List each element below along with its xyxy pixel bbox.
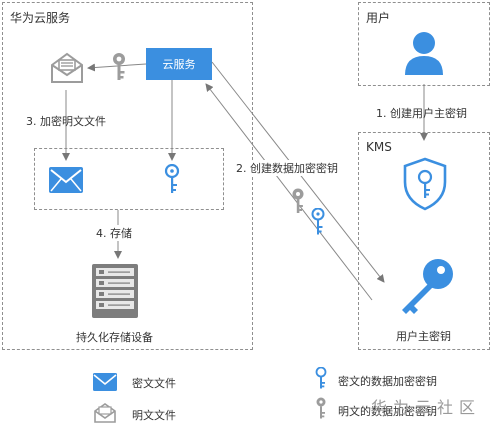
legend-ciphertext-file: 密文文件: [132, 377, 176, 390]
legend-ciphertext-dek: 密文的数据加密密钥: [338, 375, 437, 388]
step4-label: 4. 存储: [96, 225, 132, 241]
user-box-title: 用户: [366, 11, 391, 25]
storage-label: 持久化存储设备: [76, 331, 153, 344]
cloud-service-label: 云服务: [162, 58, 196, 71]
open-envelope-icon: [51, 52, 83, 83]
watermark: 华为云社区: [370, 398, 481, 417]
open-envelope-icon: [94, 403, 116, 423]
kms-box-title: KMS: [366, 140, 392, 154]
legend-plaintext-file: 明文文件: [132, 409, 176, 422]
user-icon: [405, 32, 443, 75]
envelope-icon: [49, 167, 83, 193]
step2-label: 2. 创建数据加密密钥: [236, 160, 338, 176]
step1-label: 1. 创建用户主密钥: [376, 107, 467, 120]
arrow-to-plaintext-file: [87, 63, 147, 72]
key-icon: [292, 188, 304, 213]
envelope-icon: [93, 373, 117, 391]
key-icon: [316, 397, 326, 419]
user-master-key-label: 用户主密钥: [396, 330, 451, 343]
key-icon: [402, 259, 453, 314]
key-icon: [315, 367, 327, 389]
huawei-cloud-container: [2, 2, 253, 350]
encryption-group: [34, 148, 224, 210]
step3-label: 3. 加密明文文件: [26, 115, 106, 128]
huawei-cloud-title: 华为云服务: [10, 11, 71, 25]
cloud-service-node: 云服务: [146, 48, 212, 80]
key-icon: [164, 164, 180, 193]
server-icon: [92, 264, 138, 318]
shield-key-icon: [403, 157, 447, 211]
key-icon: [113, 53, 125, 80]
legend-plaintext-dek: 明文的数据加密密钥: [338, 405, 437, 418]
key-icon: [311, 208, 325, 235]
arrow-step2-return: [205, 83, 373, 301]
